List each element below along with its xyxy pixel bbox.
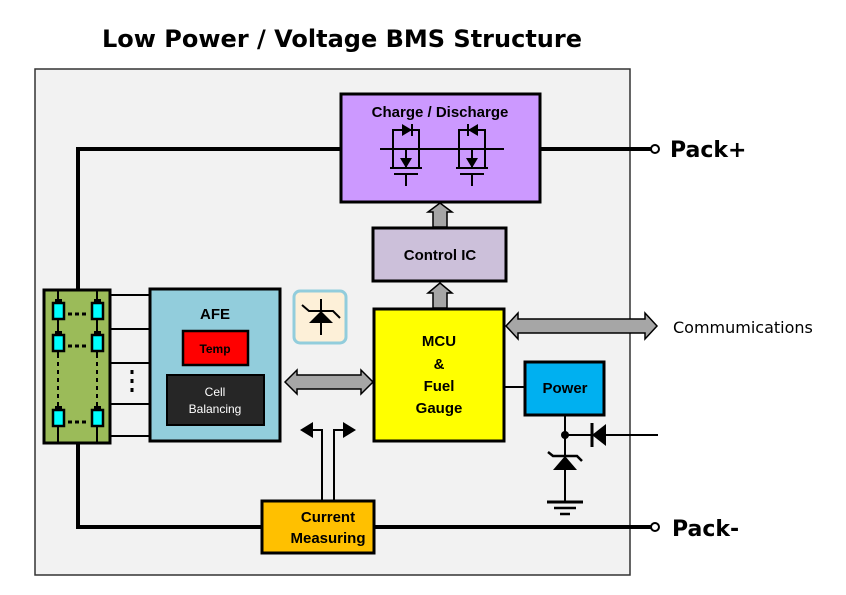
current-measuring-label-line1: Current bbox=[301, 509, 355, 526]
power-label: Power bbox=[542, 380, 587, 397]
battery-cell-icon bbox=[90, 299, 105, 321]
cell-balancing-label-line2: Balancing bbox=[189, 402, 242, 416]
temp-block[interactable]: Temp bbox=[181, 329, 250, 367]
arrow-control-to-charge-icon bbox=[425, 202, 455, 228]
battery-cell-icon bbox=[90, 406, 105, 428]
battery-cell-icon bbox=[51, 406, 66, 428]
control-ic-block[interactable]: Control IC bbox=[371, 226, 508, 283]
afe-block[interactable]: AFE Temp Cell Balancing bbox=[148, 287, 282, 443]
battery-cell-icon bbox=[90, 331, 105, 353]
power-block[interactable]: Power bbox=[523, 360, 606, 417]
battery-cell-icon bbox=[51, 331, 66, 353]
diode-icon bbox=[590, 423, 606, 447]
ground-icon bbox=[547, 500, 583, 516]
cell-balancing-label-line1: Cell bbox=[205, 385, 226, 399]
mcu-fuel-gauge-block[interactable]: MCU & Fuel Gauge bbox=[372, 307, 506, 443]
mcu-label-line1: MCU bbox=[422, 333, 456, 350]
pack-minus-label: Pack- bbox=[672, 517, 739, 542]
battery-cell-pack bbox=[42, 288, 112, 445]
current-measuring-block[interactable]: Current Measuring bbox=[260, 499, 376, 555]
cell-balancing-block[interactable]: Cell Balancing bbox=[166, 374, 265, 426]
wire-cellpack-to-current bbox=[76, 442, 262, 529]
afe-label: AFE bbox=[200, 306, 230, 323]
mcu-label-line3: Fuel bbox=[424, 378, 455, 395]
control-ic-label: Control IC bbox=[404, 247, 477, 264]
bus-arrow-communications-icon bbox=[504, 311, 659, 341]
charge-discharge-block[interactable]: Charge / Discharge bbox=[339, 92, 542, 204]
wires bbox=[76, 147, 658, 529]
mosfet-pair-icon bbox=[380, 124, 504, 186]
pack-minus-terminal-icon bbox=[650, 522, 660, 532]
temp-label: Temp bbox=[199, 342, 230, 356]
diagram-title: Low Power / Voltage BMS Structure bbox=[102, 25, 582, 53]
arrow-mcu-to-control-icon bbox=[425, 282, 455, 309]
pack-plus-label: Pack+ bbox=[670, 138, 746, 163]
zener-diode-icon bbox=[547, 451, 583, 470]
communications-label: Commumications bbox=[673, 318, 813, 337]
pack-plus-terminal-icon bbox=[650, 144, 660, 154]
mcu-label-line4: Gauge bbox=[416, 400, 463, 417]
battery-cell-icon bbox=[51, 299, 66, 321]
wire-cellpack-to-charge bbox=[76, 147, 343, 290]
arrow-to-afe-icon bbox=[300, 422, 313, 438]
current-measuring-label-line2: Measuring bbox=[290, 530, 365, 547]
charge-discharge-label: Charge / Discharge bbox=[372, 104, 509, 121]
arrow-to-mcu-icon bbox=[343, 422, 356, 438]
mcu-label-line2: & bbox=[434, 356, 445, 373]
tvs-diode-icon bbox=[292, 289, 348, 345]
